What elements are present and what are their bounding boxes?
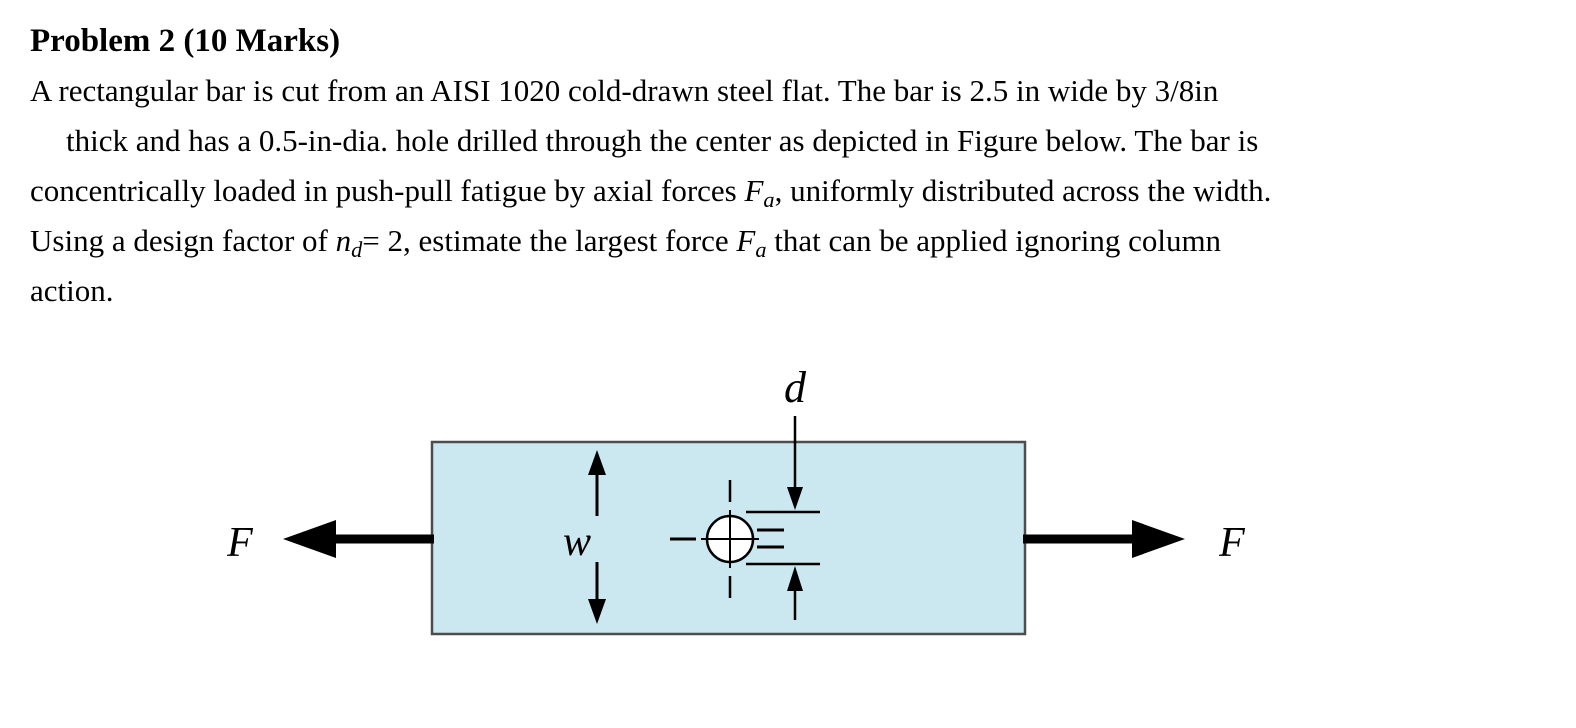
subscript-a: a bbox=[763, 187, 775, 213]
text-line-4: Using a design factor of nd= 2, estimate… bbox=[30, 216, 1546, 266]
text-segment: thick and has a 0.5-in-dia. hole drilled… bbox=[66, 123, 1259, 158]
text-line-2: thick and has a 0.5-in-dia. hole drilled… bbox=[30, 116, 1546, 166]
problem-text: A rectangular bar is cut from an AISI 10… bbox=[30, 66, 1546, 316]
symbol-n: n bbox=[335, 223, 352, 258]
diameter-label: d bbox=[784, 363, 807, 412]
text-segment: , uniformly distributed across the width… bbox=[774, 173, 1272, 208]
diameter-dimension-up-arrowhead bbox=[787, 566, 803, 591]
width-dimension-up-arrowhead bbox=[588, 450, 606, 475]
page-root: Problem 2 (10 Marks) A rectangular bar i… bbox=[30, 23, 1546, 684]
text-segment: concentrically loaded in push-pull fatig… bbox=[30, 173, 745, 208]
text-segment: that can be applied ignoring column bbox=[766, 223, 1222, 258]
width-dimension-down-arrowhead bbox=[588, 599, 606, 624]
text-line-3: concentrically loaded in push-pull fatig… bbox=[30, 166, 1546, 216]
symbol-F: F bbox=[744, 173, 764, 208]
subscript-d: d bbox=[351, 237, 363, 263]
force-arrow-left-head bbox=[283, 520, 336, 558]
subscript-a: a bbox=[755, 237, 767, 263]
bar-figure: F F w bbox=[226, 363, 1245, 636]
force-arrow-right-head bbox=[1132, 520, 1185, 558]
diameter-dimension-down-arrowhead bbox=[787, 487, 803, 510]
text-segment: Using a design factor of bbox=[30, 223, 336, 258]
text-segment: action. bbox=[30, 273, 114, 308]
width-label: w bbox=[563, 519, 591, 565]
force-label-left: F bbox=[226, 520, 253, 566]
symbol-F: F bbox=[736, 223, 756, 258]
text-segment: A rectangular bar is cut from an AISI 10… bbox=[30, 73, 1219, 108]
text-segment: = 2, estimate the largest force bbox=[362, 223, 737, 258]
force-label-right: F bbox=[1218, 520, 1245, 566]
text-line-1: A rectangular bar is cut from an AISI 10… bbox=[30, 66, 1546, 116]
text-line-5: action. bbox=[30, 266, 1546, 316]
problem-title: Problem 2 (10 Marks) bbox=[30, 23, 341, 59]
figure-container: F F w bbox=[30, 344, 1546, 684]
